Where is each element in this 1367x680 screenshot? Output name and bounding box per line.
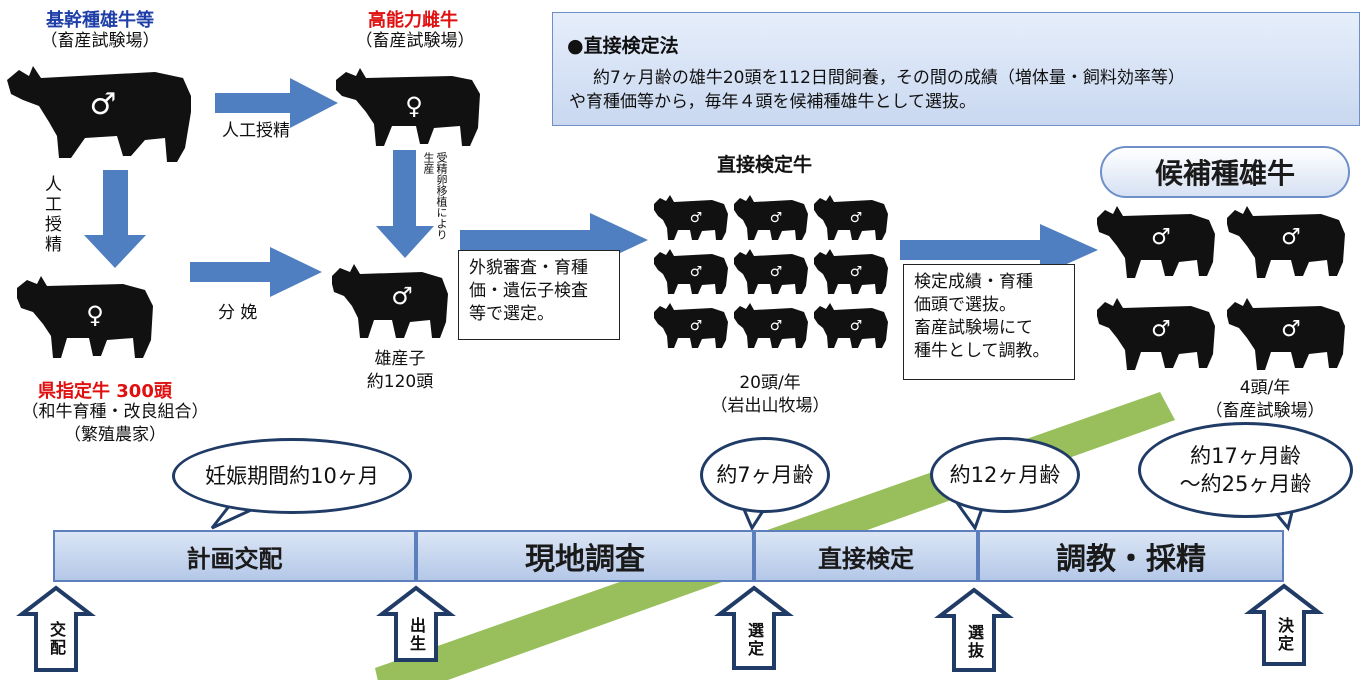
label-designated-cow: 県指定牛 300頭: [38, 381, 172, 402]
label-calving: 分 娩: [218, 303, 258, 323]
label-base-bull: 基幹種雄牛等: [46, 10, 154, 31]
label-calf-line2: 約120頭: [366, 372, 434, 392]
note-selection-line2: 価・遺伝子検査: [469, 281, 588, 301]
info-title: ●直接検定法: [567, 35, 679, 57]
label-candidate-place: （畜産試験場）: [1205, 401, 1325, 421]
label-high-cow: 高能力雌牛: [368, 10, 458, 31]
label-base-bull-location: （畜産試験場）: [40, 31, 160, 51]
arrow-embryo: [376, 150, 434, 258]
cow-bull-top-left: ♂: [7, 66, 191, 162]
label-high-cow-location: （畜産試験場）: [355, 31, 475, 51]
male-icon: ♂: [391, 282, 413, 310]
candidate-title-pill: 候補種雄牛: [1100, 146, 1350, 198]
bubble-25-months-line: ～約25ヶ月齢: [1179, 472, 1312, 496]
note-selection-criteria: 外貌審査・育種 価・遺伝子検査 等で選定。: [458, 250, 620, 340]
cow-female-bottom-left: ♀: [17, 276, 153, 358]
info-line2: や育種価等から，毎年４頭を候補種雄牛として選抜。: [569, 92, 976, 112]
note-eval-line1: 検定成績・育種: [914, 272, 1033, 292]
milestone-birth: 出生: [407, 617, 426, 653]
note-eval-line2: 価頭で選抜。: [914, 295, 1016, 315]
info-box-direct-test: ●直接検定法 約7ヶ月齢の雄牛20頭を112日間飼養，その間の成績（増体量・飼料…: [552, 12, 1360, 126]
bubble-gestation: 妊娠期間約10ヶ月: [172, 438, 412, 514]
label-direct-count: 20頭/年: [739, 373, 801, 393]
timeline-field-survey: 現地調査: [416, 530, 754, 582]
timeline-direct-test: 直接検定: [754, 530, 978, 582]
candidate-bulls: ♂: [1097, 206, 1345, 370]
label-calf-line1: 雄産子: [374, 349, 426, 369]
male-icon: ♂: [90, 87, 117, 122]
milestone-selection: 選定: [745, 622, 764, 658]
arrow-to-candidate: [900, 224, 1098, 276]
bubble-17-months-line: 約17ヶ月齢: [1190, 444, 1301, 468]
label-ai-horizontal: 人工授精: [222, 121, 290, 141]
direct-test-herd: ♂: [654, 195, 888, 348]
bubble-7-months: 約7ヶ月齢: [700, 437, 830, 513]
label-designated-cow-org: （和牛育種・改良組合）: [21, 402, 209, 422]
female-icon: ♀: [405, 92, 423, 120]
note-selection-line3: 等で選定。: [469, 304, 554, 324]
label-direct-test-bulls: 直接検定牛: [717, 154, 813, 176]
bubble-12-months: 約12ヶ月齢: [930, 437, 1080, 513]
svg-text:♂: ♂: [690, 210, 703, 226]
timeline-planned-mating: 計画交配: [53, 530, 416, 582]
note-eval-line3: 畜産試験場にて: [914, 318, 1033, 338]
note-evaluation: 検定成績・育種 価頭で選抜。 畜産試験場にて 種牛として調教。: [903, 264, 1075, 380]
timeline-training-collection: 調教・採精: [978, 530, 1284, 582]
milestone-choice: 選抜: [965, 624, 984, 660]
info-line1: 約7ヶ月齢の雄牛20頭を112日間飼養，その間の成績（増体量・飼料効率等）: [593, 68, 1185, 88]
female-icon: ♀: [86, 301, 104, 329]
arrow-calving: [190, 247, 322, 297]
arrow-ai-horizontal: [215, 78, 338, 128]
svg-text:♂: ♂: [1151, 225, 1171, 250]
cow-calf-male: ♂: [332, 264, 448, 338]
arrow-ai-vertical: [84, 170, 146, 268]
bubble-17-25-months: 約17ヶ月齢 ～約25ヶ月齢: [1138, 422, 1353, 518]
milestone-mating: 交配: [47, 621, 66, 657]
label-embryo-transfer: 受精卵移植により生産: [422, 152, 448, 240]
note-selection-line1: 外貌審査・育種: [469, 258, 588, 278]
label-designated-cow-farm: （繁殖農家）: [64, 425, 166, 445]
label-candidate-count: 4頭/年: [1239, 378, 1291, 398]
note-eval-line4: 種牛として調教。: [914, 341, 1050, 361]
milestone-decision: 決定: [1275, 617, 1294, 653]
label-direct-place: （岩出山牧場）: [710, 396, 830, 416]
label-ai-vertical: 人工授精: [41, 175, 61, 255]
cow-female-top-mid: ♀: [336, 68, 480, 146]
